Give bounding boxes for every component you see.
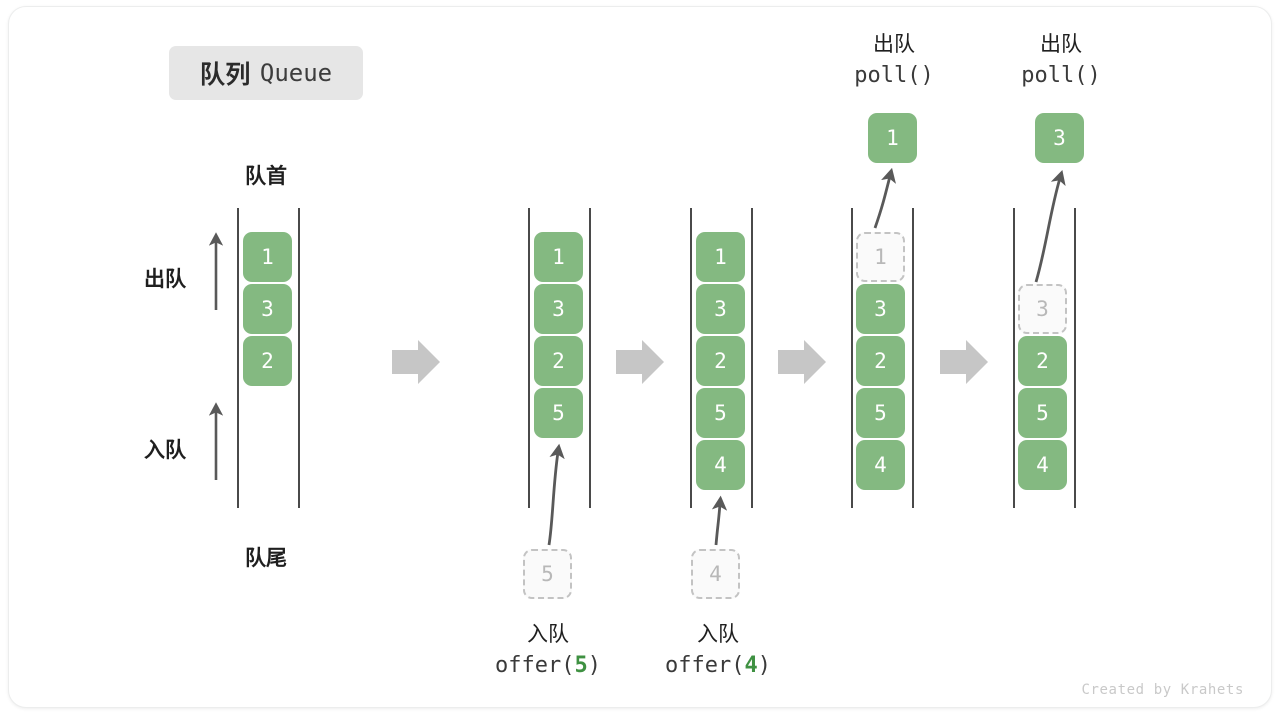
queue-cell: 4 bbox=[1018, 440, 1067, 490]
column-5-rail-left bbox=[1013, 208, 1015, 508]
offer-4-close: ) bbox=[757, 652, 771, 678]
column-4-rail-right bbox=[912, 208, 914, 508]
queue-cell: 3 bbox=[696, 284, 745, 334]
queue-cell: 1 bbox=[696, 232, 745, 282]
queue-cell: 3 bbox=[534, 284, 583, 334]
column-1-rail-right bbox=[298, 208, 300, 508]
offer-5-cn-label: 入队 bbox=[527, 623, 569, 646]
column-4-rail-left bbox=[851, 208, 853, 508]
outgoing-element-ghost: 3 bbox=[1018, 284, 1067, 334]
queue-rear-label: 队尾 bbox=[245, 547, 287, 570]
queue-cell: 5 bbox=[1018, 388, 1067, 438]
offer-5-code: offer(5) bbox=[462, 650, 634, 681]
queue-cell: 2 bbox=[243, 336, 292, 386]
card-frame bbox=[8, 6, 1272, 708]
enqueue-direction-label: 入队 bbox=[144, 439, 186, 462]
polled-element: 1 bbox=[868, 113, 917, 163]
column-1-rail-left bbox=[237, 208, 239, 508]
queue-cell: 4 bbox=[696, 440, 745, 490]
queue-front-label: 队首 bbox=[245, 165, 287, 188]
dequeue-direction-label: 出队 bbox=[144, 268, 186, 291]
queue-cell: 5 bbox=[534, 388, 583, 438]
poll-1-code: poll() bbox=[854, 62, 934, 88]
poll-1-cn-label: 出队 bbox=[873, 33, 915, 56]
outgoing-element-ghost: 1 bbox=[856, 232, 905, 282]
queue-cell: 5 bbox=[696, 388, 745, 438]
queue-cell: 5 bbox=[856, 388, 905, 438]
offer-5-close: ) bbox=[587, 652, 601, 678]
poll-3-caption: 出队 poll() bbox=[975, 30, 1147, 91]
queue-cell: 2 bbox=[856, 336, 905, 386]
offer-4-caption: 入队 offer(4) bbox=[632, 620, 804, 681]
poll-3-code: poll() bbox=[1021, 62, 1101, 88]
queue-cell: 1 bbox=[534, 232, 583, 282]
title-cn: 队列 bbox=[199, 61, 251, 89]
credit-text: Created by Krahets bbox=[1081, 682, 1244, 698]
queue-cell: 4 bbox=[856, 440, 905, 490]
offer-4-cn-label: 入队 bbox=[697, 623, 739, 646]
queue-cell: 2 bbox=[534, 336, 583, 386]
diagram-title-chip: 队列 Queue bbox=[169, 46, 363, 100]
offer-5-fn: offer( bbox=[495, 652, 575, 678]
column-2-rail-left bbox=[528, 208, 530, 508]
offer-5-arg: 5 bbox=[574, 652, 588, 678]
column-2-rail-right bbox=[589, 208, 591, 508]
column-3-rail-right bbox=[751, 208, 753, 508]
offer-5-caption: 入队 offer(5) bbox=[462, 620, 634, 681]
column-3-rail-left bbox=[690, 208, 692, 508]
queue-cell: 2 bbox=[696, 336, 745, 386]
queue-cell: 3 bbox=[856, 284, 905, 334]
queue-cell: 2 bbox=[1018, 336, 1067, 386]
queue-cell: 3 bbox=[243, 284, 292, 334]
offer-4-fn: offer( bbox=[665, 652, 745, 678]
poll-1-caption: 出队 poll() bbox=[808, 30, 980, 91]
incoming-element-ghost: 4 bbox=[691, 549, 740, 599]
poll-3-cn-label: 出队 bbox=[1040, 33, 1082, 56]
title-en: Queue bbox=[259, 59, 333, 87]
polled-element: 3 bbox=[1035, 113, 1084, 163]
incoming-element-ghost: 5 bbox=[523, 549, 572, 599]
queue-cell: 1 bbox=[243, 232, 292, 282]
offer-4-arg: 4 bbox=[744, 652, 758, 678]
column-5-rail-right bbox=[1074, 208, 1076, 508]
offer-4-code: offer(4) bbox=[632, 650, 804, 681]
